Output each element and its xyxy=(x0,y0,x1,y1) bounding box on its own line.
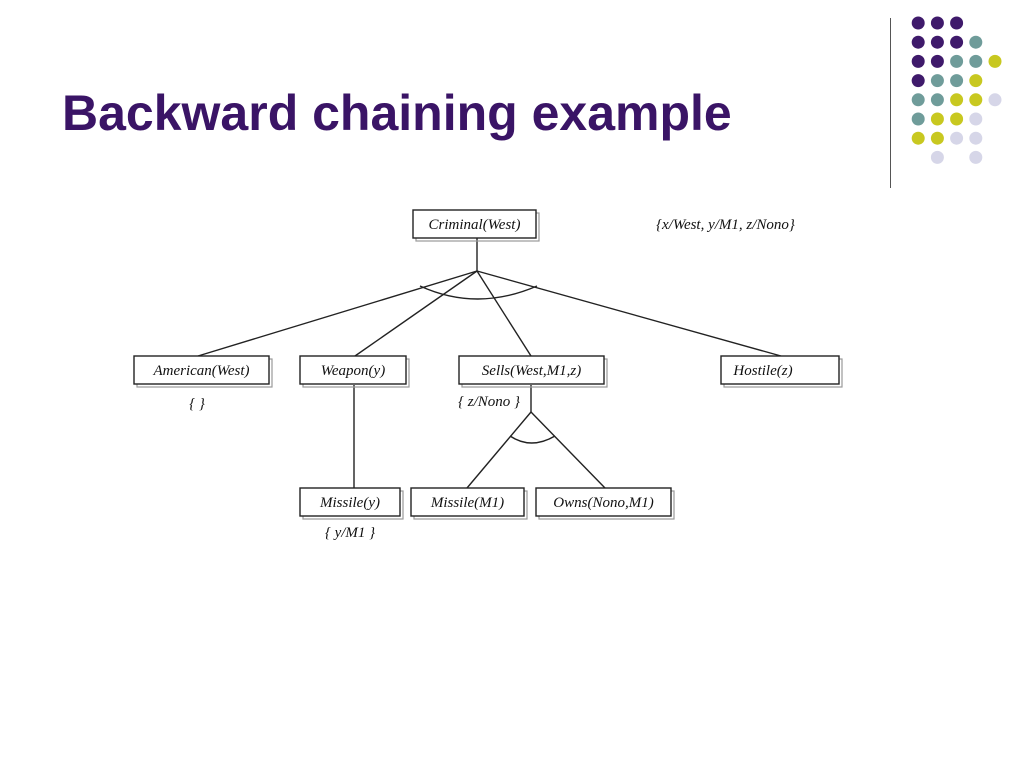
substitution-sells: { z/Nono } xyxy=(458,394,520,410)
edge-sells-missile-m1 xyxy=(466,411,532,489)
edge-criminal-sells xyxy=(476,270,532,357)
edge-criminal-weapon xyxy=(354,270,478,357)
node-missile-y: Missile(y) xyxy=(299,487,404,520)
node-criminal: Criminal(West) xyxy=(412,209,540,242)
substitution-missile: { y/M1 } xyxy=(325,525,375,541)
node-label: Hostile(z) xyxy=(732,363,792,379)
node-weapon: Weapon(y) xyxy=(299,355,410,388)
node-missile-m1: Missile(M1) xyxy=(410,487,528,520)
node-label: Missile(M1) xyxy=(430,495,504,511)
edge-sells-owns xyxy=(530,411,606,489)
node-sells: Sells(West,M1,z) xyxy=(458,355,608,388)
node-label: Weapon(y) xyxy=(321,363,385,379)
node-american: American(West) xyxy=(133,355,273,388)
node-owns: Owns(Nono,M1) xyxy=(535,487,675,520)
and-arc-sells xyxy=(509,435,556,444)
node-label: Criminal(West) xyxy=(429,217,521,233)
substitution-top: {x/West, y/M1, z/Nono} xyxy=(656,217,795,233)
edge-criminal-hostile xyxy=(476,270,782,357)
node-label: Sells(West,M1,z) xyxy=(482,363,581,379)
and-arc-criminal xyxy=(419,285,538,300)
edge-criminal-american xyxy=(197,270,478,357)
node-label: American(West) xyxy=(152,363,249,379)
page-title: Backward chaining example xyxy=(62,85,732,141)
substitution-american: { } xyxy=(189,396,205,412)
node-label: Missile(y) xyxy=(319,495,380,511)
node-label: Owns(Nono,M1) xyxy=(553,495,653,511)
node-hostile: Hostile(z) xyxy=(720,355,843,388)
title-divider xyxy=(890,18,891,188)
